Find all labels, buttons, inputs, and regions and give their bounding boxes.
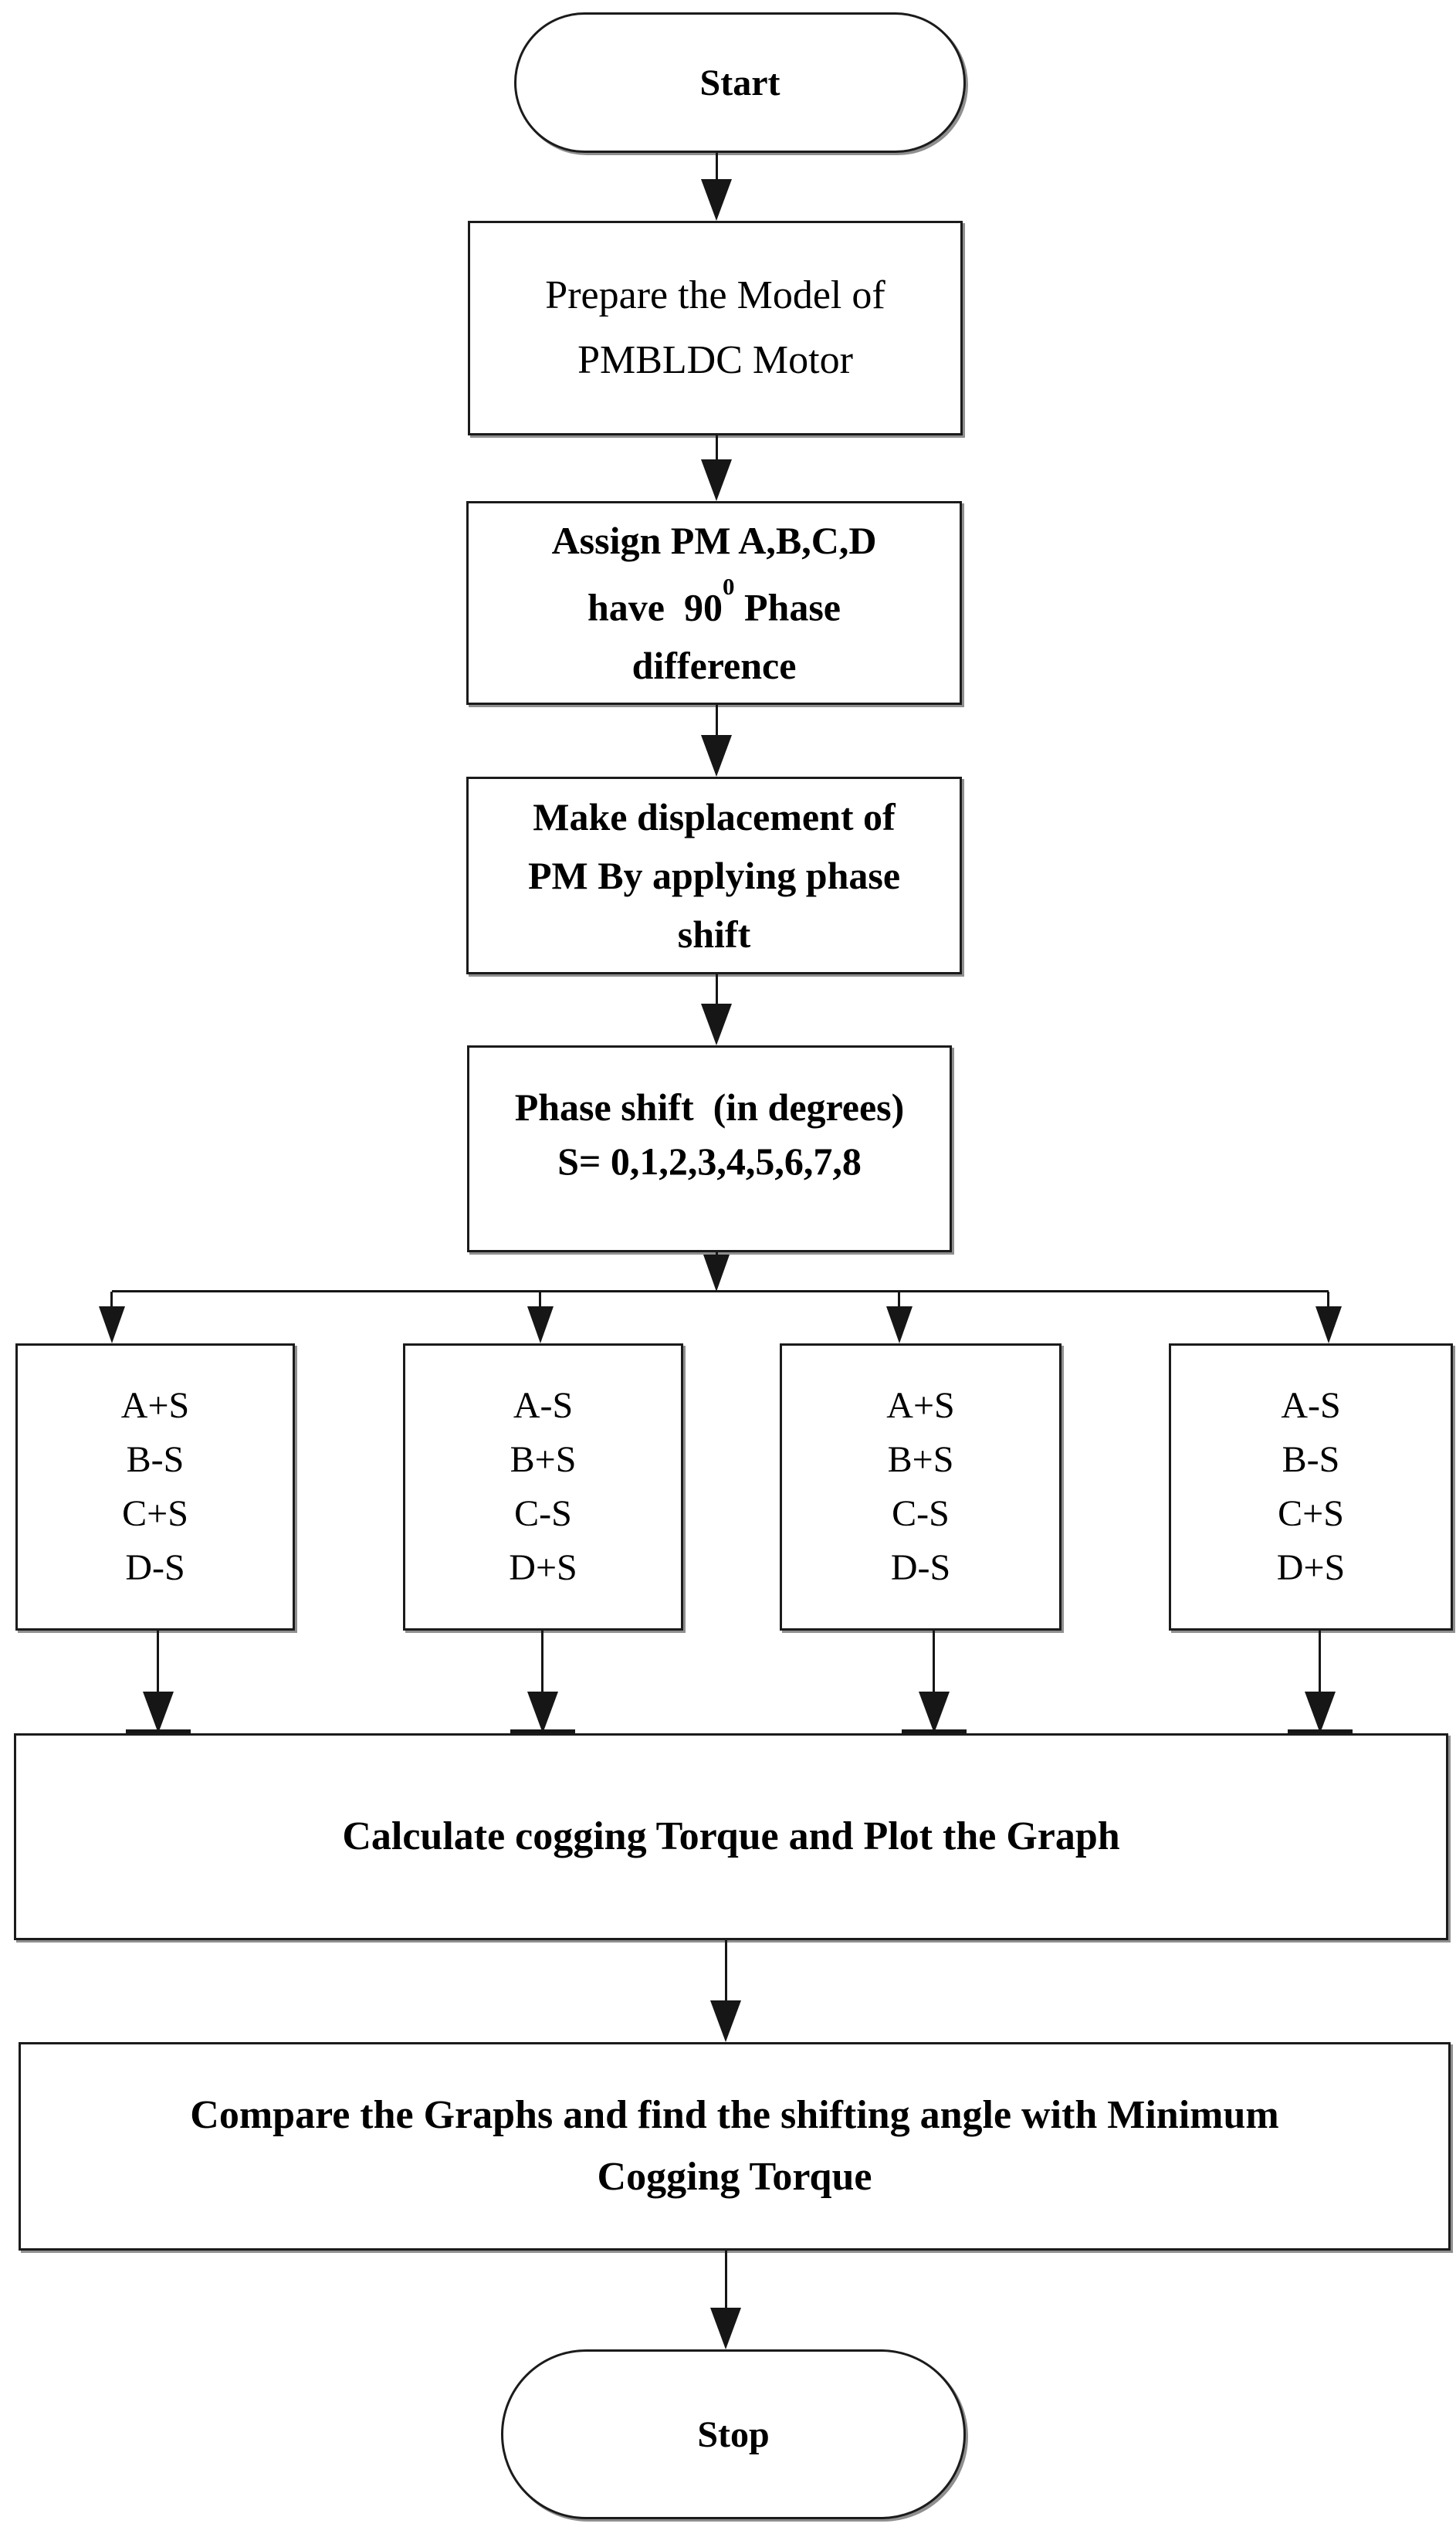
process-compare-graphs: Compare the Graphs and find the shifting… <box>19 2042 1451 2251</box>
arrow-prepare-assign-line <box>716 435 718 461</box>
drop-line-1 <box>110 1292 113 1309</box>
phase-line2: S= 0,1,2,3,4,5,6,7,8 <box>557 1140 862 1183</box>
branch-box-4: A-S B-S C+S D+S <box>1169 1343 1453 1631</box>
branch2-line4: D+S <box>509 1547 577 1588</box>
process-calculate-torque: Calculate cogging Torque and Plot the Gr… <box>14 1733 1448 1940</box>
branch1-line3: C+S <box>122 1493 188 1534</box>
branch2-arrow-tick <box>510 1729 575 1734</box>
arrow-prepare-assign-head <box>701 459 732 501</box>
branch2-line3: C-S <box>514 1493 572 1534</box>
branch1-line2: B-S <box>126 1439 185 1480</box>
arrow-calculate-compare-head <box>710 2000 741 2042</box>
drop-head-3 <box>886 1306 913 1343</box>
assign-line3: difference <box>631 644 797 688</box>
branch-box-1: A+S B-S C+S D-S <box>15 1343 295 1631</box>
degree-superscript: 0 <box>723 573 735 601</box>
assign-line2: have 900 Phase <box>587 570 841 637</box>
displace-line1: Make displacement of <box>533 795 896 838</box>
arrow-phase-distribution-head <box>703 1255 730 1292</box>
compare-line1: Compare the Graphs and find the shifting… <box>190 2093 1279 2137</box>
branch1-line1: A+S <box>120 1385 190 1426</box>
start-terminator: Start <box>514 12 966 153</box>
branch2-arrow-head <box>527 1692 558 1733</box>
process-prepare-model: Prepare the Model of PMBLDC Motor <box>468 221 963 435</box>
assign-line2-pre: have 90 <box>587 585 723 629</box>
branch-box-3: A+S B+S C-S D-S <box>780 1343 1062 1631</box>
branch-box-2: A-S B+S C-S D+S <box>403 1343 683 1631</box>
arrow-start-prepare-line <box>716 153 718 181</box>
branch4-line3: C+S <box>1278 1493 1344 1534</box>
branch4-line4: D+S <box>1276 1547 1346 1588</box>
branch3-arrow-head <box>919 1692 950 1733</box>
phase-line1: Phase shift (in degrees) <box>514 1086 905 1129</box>
drop-head-2 <box>527 1306 554 1343</box>
drop-line-3 <box>898 1292 900 1309</box>
assign-line2-post: Phase <box>734 585 841 629</box>
process-phase-shift: Phase shift (in degrees) S= 0,1,2,3,4,5,… <box>467 1045 952 1252</box>
branch1-arrow-head <box>143 1692 174 1733</box>
branch3-line2: B+S <box>887 1439 954 1480</box>
branch4-line2: B-S <box>1282 1439 1340 1480</box>
branch3-line1: A+S <box>886 1385 955 1426</box>
branch4-arrow-line <box>1319 1631 1321 1694</box>
displace-line3: shift <box>677 913 751 956</box>
prepare-line1: Prepare the Model of <box>545 273 885 317</box>
stop-label: Stop <box>697 2413 770 2455</box>
prepare-line2: PMBLDC Motor <box>577 338 853 382</box>
arrow-assign-displace-head <box>701 735 732 777</box>
branch3-arrow-line <box>933 1631 935 1694</box>
calculate-label: Calculate cogging Torque and Plot the Gr… <box>342 1814 1120 1858</box>
stop-terminator: Stop <box>501 2349 966 2519</box>
arrow-displace-phase-line <box>716 974 718 1005</box>
arrow-assign-displace-line <box>716 705 718 737</box>
branch3-arrow-tick <box>902 1729 967 1734</box>
arrow-calculate-compare-line <box>725 1940 727 2002</box>
branch1-line4: D-S <box>125 1547 185 1588</box>
process-make-displacement: Make displacement of PM By applying phas… <box>466 777 962 974</box>
arrow-compare-stop-line <box>725 2251 727 2309</box>
branch1-arrow-line <box>157 1631 159 1694</box>
branch4-arrow-tick <box>1288 1729 1353 1734</box>
branch3-line4: D-S <box>890 1547 951 1588</box>
start-label: Start <box>699 62 780 103</box>
branch1-arrow-tick <box>126 1729 191 1734</box>
drop-head-1 <box>99 1306 125 1343</box>
process-assign-pm: Assign PM A,B,C,D have 900 Phase differe… <box>466 501 962 705</box>
drop-head-4 <box>1315 1306 1342 1343</box>
distribution-line <box>112 1290 1329 1292</box>
branch4-line1: A-S <box>1281 1385 1341 1426</box>
drop-line-4 <box>1327 1292 1329 1309</box>
compare-line2: Cogging Torque <box>597 2155 872 2199</box>
branch4-arrow-head <box>1305 1692 1336 1733</box>
branch2-arrow-line <box>541 1631 543 1694</box>
arrow-compare-stop-head <box>710 2308 741 2349</box>
drop-line-2 <box>539 1292 541 1309</box>
branch2-line2: B+S <box>510 1439 577 1480</box>
displace-line2: PM By applying phase <box>527 854 901 897</box>
arrow-displace-phase-head <box>701 1004 732 1045</box>
branch3-line3: C-S <box>892 1493 950 1534</box>
assign-line1: Assign PM A,B,C,D <box>551 518 877 562</box>
arrow-start-prepare-head <box>701 179 732 221</box>
branch2-line1: A-S <box>513 1385 574 1426</box>
